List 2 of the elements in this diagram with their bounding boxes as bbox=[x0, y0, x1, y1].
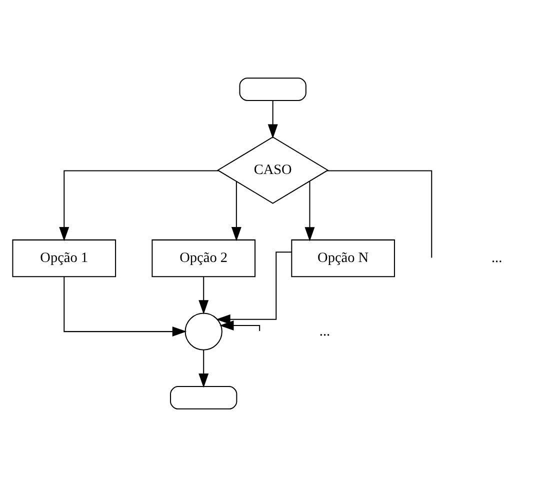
label: ... bbox=[319, 323, 330, 340]
label: ... bbox=[491, 250, 502, 266]
